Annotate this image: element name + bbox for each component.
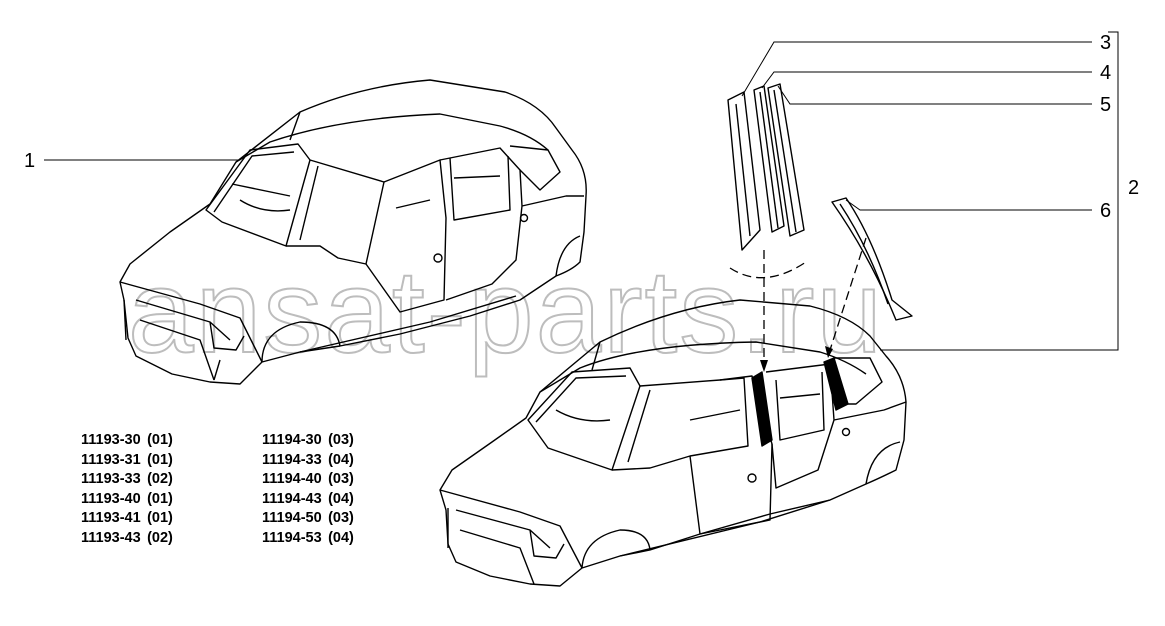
code-row: 11194-53 (04) <box>262 529 354 549</box>
model-code: 11193-41 <box>81 510 141 527</box>
callout-6: 6 <box>1100 200 1111 222</box>
model-code: 11194-40 <box>262 471 322 488</box>
model-code: 11193-43 <box>81 529 141 546</box>
callout-1: 1 <box>24 150 35 172</box>
assembly-arrows <box>729 237 867 366</box>
model-code: 11193-33 <box>81 471 141 488</box>
code-row: 11193-41 (01) <box>81 509 173 529</box>
variant-code: (01) <box>147 490 173 507</box>
variant-code: (04) <box>328 451 354 468</box>
code-row: 11193-30 (01) <box>81 431 173 451</box>
model-code: 11194-50 <box>262 510 322 527</box>
model-code: 11193-30 <box>81 432 141 448</box>
arrow-heads <box>760 346 833 372</box>
model-code: 11194-53 <box>262 529 322 546</box>
code-row: 11194-43 (04) <box>262 490 354 510</box>
codes-list-right: 11194-30 (03) 11194-33 (04) 11194-40 (03… <box>262 431 354 549</box>
callout-3: 3 <box>1100 32 1111 54</box>
code-row: 11193-40 (01) <box>81 490 173 510</box>
callout-5: 5 <box>1100 94 1111 116</box>
variant-code: (01) <box>147 510 173 527</box>
variant-code: (01) <box>147 432 173 448</box>
code-row: 11193-31 (01) <box>81 451 173 471</box>
model-code: 11194-43 <box>262 490 322 507</box>
code-row: 11194-30 (03) <box>262 431 354 451</box>
variant-code: (03) <box>328 471 354 488</box>
codes-list-left: 11193-30 (01) 11193-31 (01) 11193-33 (02… <box>81 431 173 549</box>
pillar-strips <box>727 83 913 321</box>
code-row: 11193-33 (02) <box>81 470 173 490</box>
variant-code: (04) <box>328 529 354 546</box>
variant-code: (02) <box>147 471 173 488</box>
variant-code: (01) <box>147 451 173 468</box>
code-row: 11194-40 (03) <box>262 470 354 490</box>
leader-lines <box>44 31 1119 351</box>
variant-code: (02) <box>147 529 173 546</box>
car-body-2 <box>439 299 907 587</box>
model-code: 11193-40 <box>81 490 141 507</box>
variant-code: (03) <box>328 510 354 527</box>
callout-4: 4 <box>1100 62 1111 84</box>
variant-code: (04) <box>328 490 354 507</box>
car-body-1 <box>119 79 587 385</box>
model-code: 11193-31 <box>81 451 141 468</box>
code-row: 11194-50 (03) <box>262 509 354 529</box>
code-row: 11193-43 (02) <box>81 529 173 549</box>
code-row: 11194-33 (04) <box>262 451 354 471</box>
callout-2: 2 <box>1128 177 1139 199</box>
watermark: ansat-parts.ru <box>128 246 884 378</box>
model-code: 11194-33 <box>262 451 322 468</box>
model-code: 11194-30 <box>262 432 322 448</box>
variant-code: (03) <box>328 432 354 448</box>
